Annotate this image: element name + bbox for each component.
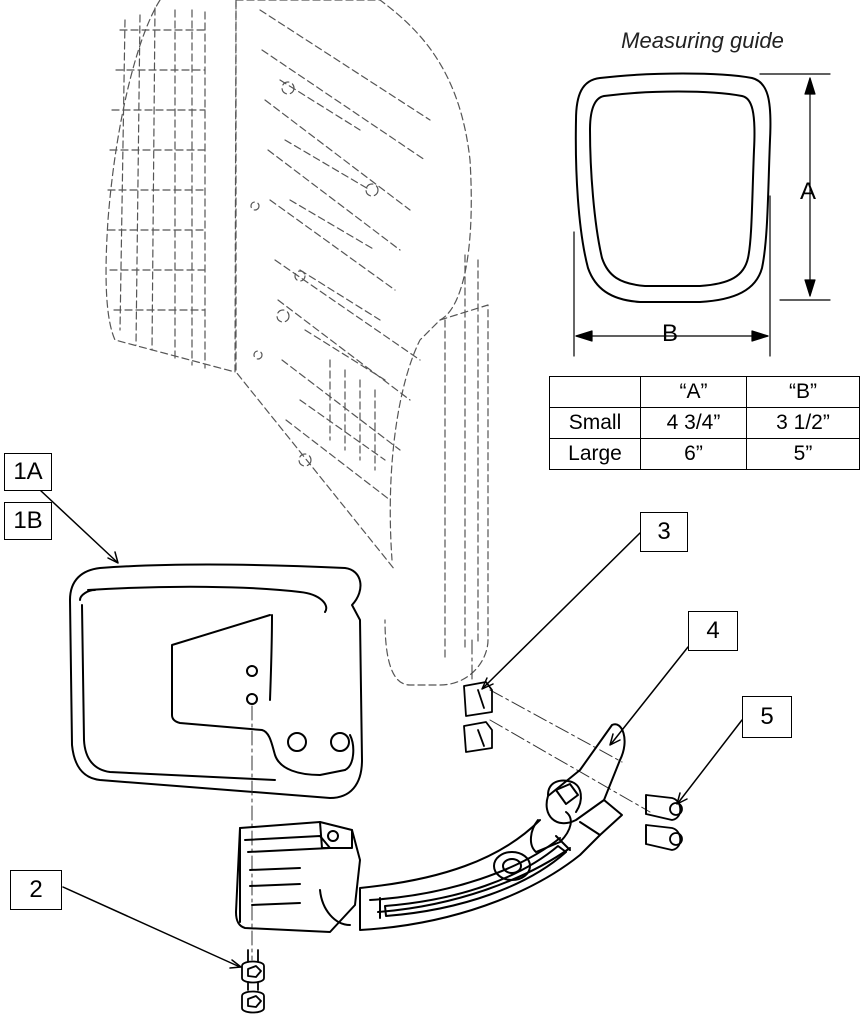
- screws-2: [241, 949, 265, 1014]
- table-header-cell: [549, 376, 641, 408]
- callout-4: 4: [688, 611, 738, 651]
- mount-clips: [463, 681, 493, 753]
- table-header-row: “A” “B”: [549, 376, 860, 408]
- leader-lines: [39, 489, 743, 969]
- table-header-cell: “B”: [746, 376, 860, 408]
- measuring-guide-shape: [574, 72, 772, 303]
- table-row: Large 6” 5”: [549, 438, 860, 470]
- callout-1a: 1A: [4, 453, 52, 491]
- callout-2: 2: [10, 870, 62, 910]
- table-cell: 6”: [640, 438, 747, 470]
- dimension-a-label: A: [800, 178, 817, 205]
- table-cell: 3 1/2”: [746, 407, 860, 439]
- callout-3: 3: [640, 512, 688, 552]
- table-cell: Large: [549, 438, 641, 470]
- table-header-cell: “A”: [640, 376, 747, 408]
- backrest-outline: [105, 0, 489, 686]
- assembly-axis-lines: [251, 639, 651, 961]
- table-cell: 4 3/4”: [640, 407, 747, 439]
- size-table: “A” “B” Small 4 3/4” 3 1/2” Large 6” 5”: [549, 376, 860, 470]
- callout-1b: 1B: [4, 502, 52, 540]
- screws-5: [645, 794, 683, 851]
- dimension-b-label: B: [662, 320, 679, 347]
- measuring-guide-dimensions: [573, 73, 831, 357]
- table-row: Small 4 3/4” 3 1/2”: [549, 407, 860, 439]
- bracket-arm: [235, 723, 626, 933]
- table-cell: Small: [549, 407, 641, 439]
- table-cell: 5”: [746, 438, 860, 470]
- headrest-pad: [69, 563, 363, 799]
- measuring-guide-title: Measuring guide: [621, 28, 784, 53]
- callout-5: 5: [742, 696, 792, 738]
